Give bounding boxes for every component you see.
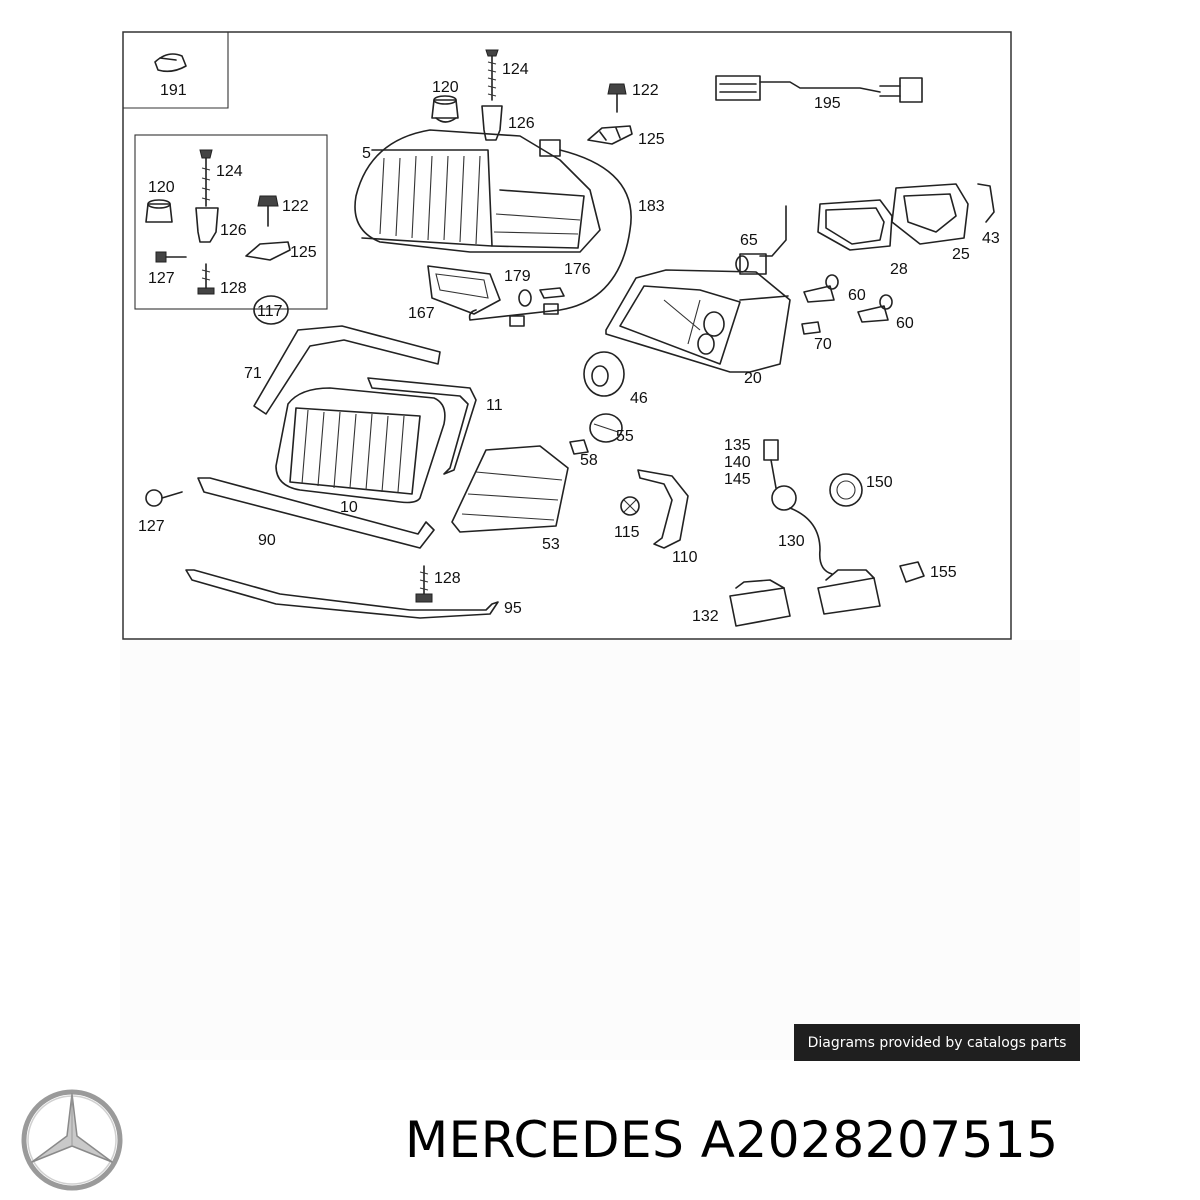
part-label: 10 — [340, 499, 358, 516]
fog-lamp-part-167 — [427, 265, 565, 327]
part-label: 135 — [724, 437, 751, 454]
part-label: 132 — [692, 608, 719, 625]
harness-part-135 — [763, 439, 833, 575]
part-label: 20 — [744, 370, 762, 387]
part-label: 115 — [614, 524, 640, 541]
grommet-part-150 — [829, 473, 863, 507]
clip-part-43 — [977, 183, 995, 223]
credit-badge: Diagrams provided by catalogs parts — [794, 1024, 1080, 1061]
socket-part-55 — [589, 413, 623, 443]
part-label: 58 — [580, 452, 598, 469]
part-label: 195 — [814, 95, 841, 112]
part-label: 60 — [896, 315, 914, 332]
lens-part-10 — [275, 387, 446, 504]
part-label: 126 — [508, 115, 535, 132]
inset-box-191 — [123, 32, 229, 109]
part-label: 120 — [148, 179, 175, 196]
part-label: 167 — [408, 305, 435, 322]
part-label: 46 — [630, 390, 648, 407]
screw-part-127 — [145, 489, 183, 507]
wiring-part-195 — [715, 75, 923, 103]
seal-part-25 — [891, 183, 969, 245]
bracket-part-125-top — [587, 125, 633, 145]
part-label: 125 — [290, 244, 317, 261]
bulb-part-58 — [569, 439, 589, 455]
part-label: 60 — [848, 287, 866, 304]
part-label: 28 — [890, 261, 908, 278]
part-label: 150 — [866, 474, 893, 491]
part-label: 55 — [616, 428, 634, 445]
clip-part-191 — [154, 53, 187, 73]
trim-strip-part-90 — [197, 477, 435, 549]
screw-part-115 — [620, 496, 640, 516]
part-label: 127 — [138, 518, 165, 535]
page-title: MERCEDES A2028207515 — [405, 1111, 1059, 1169]
diagram-frame — [122, 31, 1012, 640]
part-label: 179 — [504, 268, 531, 285]
bulb-part-176 — [539, 287, 565, 299]
part-label: 122 — [632, 82, 659, 99]
bolt-part-122-top — [607, 83, 627, 113]
part-label: 183 — [638, 198, 665, 215]
part-label: 145 — [724, 471, 751, 488]
part-label: 25 — [952, 246, 970, 263]
part-label: 5 — [362, 145, 371, 162]
wire-part-183 — [468, 149, 632, 321]
part-label: 70 — [814, 336, 832, 353]
part-label: 124 — [502, 61, 529, 78]
part-label: 124 — [216, 163, 243, 180]
part-label: 126 — [220, 222, 247, 239]
parts-diagram: 191 124 120 126 122 125 195 5 183 124 12… — [122, 31, 1012, 640]
bulb-part-60-b — [857, 294, 893, 323]
part-label: 117 — [257, 303, 283, 320]
part-label: 11 — [486, 397, 503, 414]
inset-box-117 — [134, 134, 328, 310]
part-labels: 191 124 120 126 122 125 195 5 183 124 12… — [138, 61, 1000, 625]
part-label: 155 — [930, 564, 957, 581]
part-label: 120 — [432, 79, 459, 96]
part-label: 191 — [160, 82, 187, 99]
lamp-lens-part-53 — [451, 445, 569, 533]
housing-part-20 — [605, 269, 791, 373]
part-label: 128 — [220, 280, 247, 297]
grommet-part-120-top — [431, 95, 459, 123]
inset-fasteners-117 — [145, 149, 291, 325]
part-label: 122 — [282, 198, 309, 215]
bracket-part-110 — [637, 469, 689, 549]
part-label: 95 — [504, 600, 522, 617]
part-label: 125 — [638, 131, 665, 148]
part-label: 43 — [982, 230, 1000, 247]
bulb-part-60-a — [803, 274, 839, 303]
screw-part-124-top — [485, 49, 499, 101]
headlamp-assembly-part-5 — [354, 129, 601, 253]
mercedes-star-icon — [21, 1089, 123, 1191]
part-label: 128 — [434, 570, 461, 587]
part-label: 90 — [258, 532, 276, 549]
part-label: 71 — [244, 365, 262, 382]
bulb-part-70 — [801, 321, 821, 335]
trim-strip-part-95 — [185, 569, 499, 619]
clip-part-126-top — [481, 105, 503, 141]
callout-circle-117 — [253, 295, 289, 325]
part-label: 65 — [740, 232, 758, 249]
part-label: 110 — [672, 549, 698, 566]
reflector-part-46 — [583, 351, 625, 397]
screw-part-128 — [415, 565, 433, 603]
seal-part-11 — [367, 377, 477, 475]
background-panel — [120, 640, 1080, 1060]
part-label: 140 — [724, 454, 751, 471]
trim-frame-part-71 — [253, 325, 441, 415]
gasket-part-28 — [817, 199, 893, 251]
part-label: 130 — [778, 533, 805, 550]
bulb-part-155 — [899, 561, 925, 583]
ring-part-179 — [518, 289, 532, 307]
part-label: 127 — [148, 270, 175, 287]
side-marker-part-132 — [729, 569, 881, 627]
part-label: 53 — [542, 536, 560, 553]
part-label: 176 — [564, 261, 591, 278]
